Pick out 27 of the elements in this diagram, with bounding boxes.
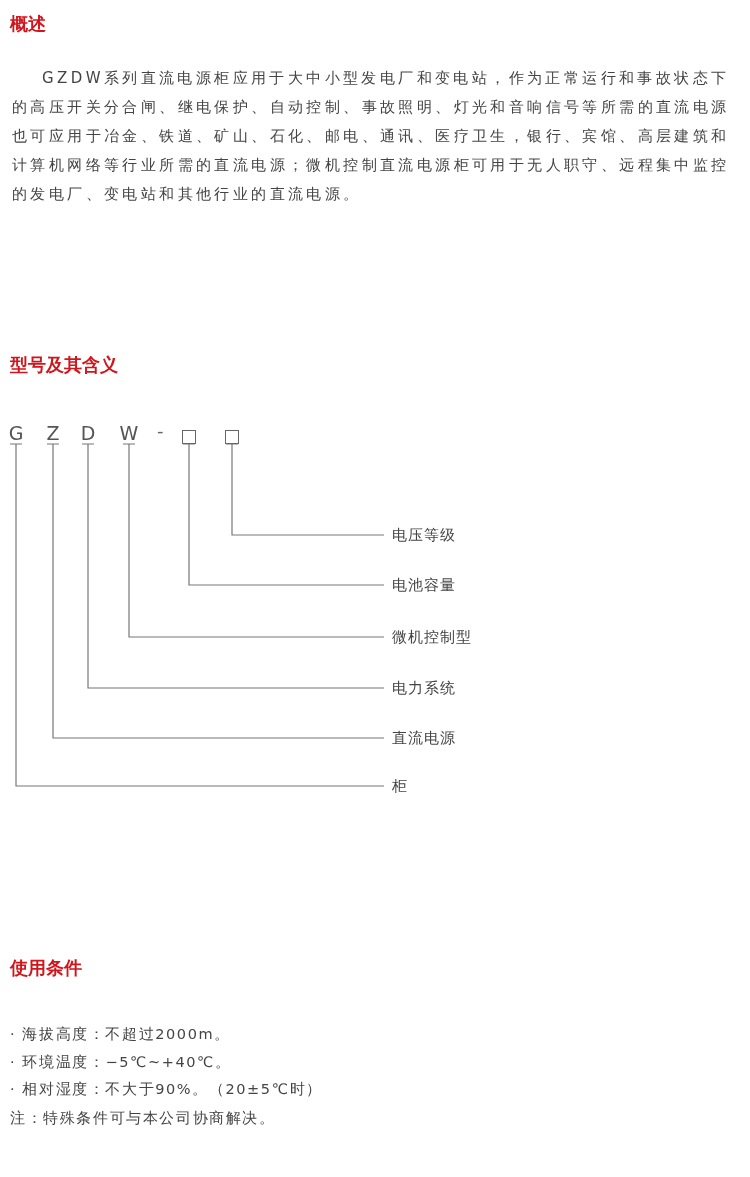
leader-line [225, 443, 385, 536]
meaning-label: 电力系统 [384, 678, 456, 698]
code-letter: D [78, 422, 98, 444]
condition-text: · 相对湿度：不大于90%。（20±5℃时） [10, 1080, 323, 1099]
section-heading: 使用条件 [10, 956, 82, 980]
leader-line [182, 443, 385, 586]
condition-text: 注：特殊条件可与本公司协商解决。 [10, 1109, 276, 1128]
meaning-label: 微机控制型 [384, 627, 472, 647]
meaning-label: 直流电源 [384, 728, 456, 748]
meaning-label: 电压等级 [384, 525, 456, 545]
blank-square [182, 430, 196, 444]
meaning-label: 柜 [384, 776, 408, 796]
code-letter: W [119, 422, 139, 444]
meaning-label: 电池容量 [384, 575, 456, 595]
blank-square [225, 430, 239, 444]
leader-line [122, 443, 385, 638]
code-letter: G [6, 422, 26, 444]
paragraph: GZDW系列直流电源柜应用于大中小型发电厂和变电站，作为正常运行和事故状态下的高压开关分合闸、继电保护、自动控制、事故照明、灯光和音响信号等所需的直流电源也可应用于冶金、铁道、矿山、石化、邮电、通讯、医疗卫生，银行、宾馆、高层建筑和计算机网络等行业所需的直流电源；微机控制直流电源柜可用于无人职守、远程集中监控的发电厂、变电站和其他行业的直流电源。 [12, 68, 731, 205]
leader-line [46, 443, 385, 739]
code-dash: - [157, 420, 164, 441]
section-heading: 型号及其含义 [10, 353, 118, 377]
leader-line [81, 443, 385, 689]
code-letter: Z [43, 422, 63, 444]
leader-line [9, 443, 385, 787]
condition-text: · 海拔高度：不超过2000m。 [10, 1025, 231, 1044]
section-heading: 概述 [10, 12, 46, 36]
condition-text: · 环境温度：−5℃~+40℃。 [10, 1053, 232, 1072]
